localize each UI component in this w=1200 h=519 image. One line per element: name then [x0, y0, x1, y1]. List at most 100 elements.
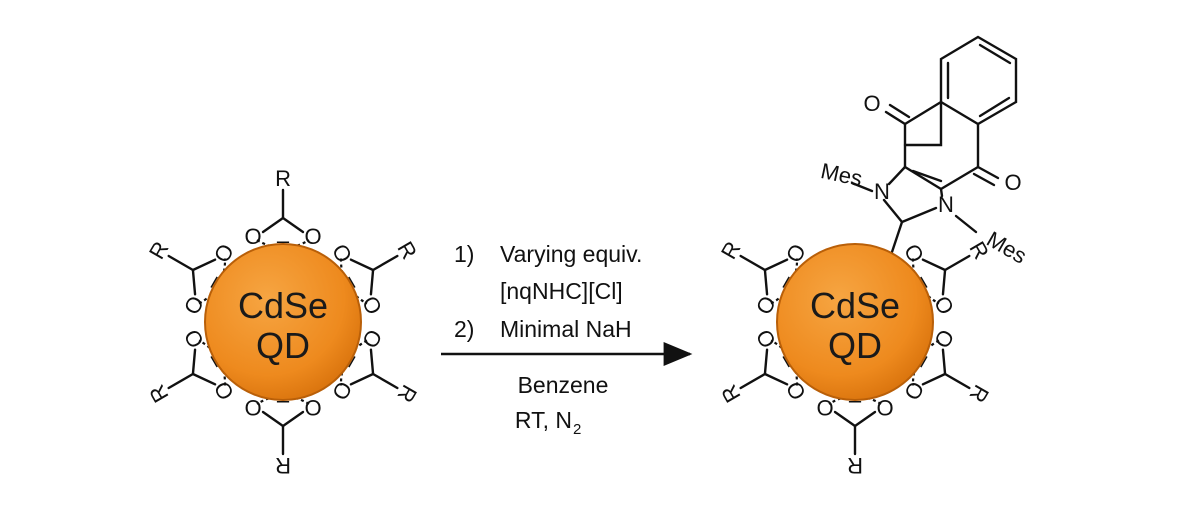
carboxylate-oxygen: O	[876, 395, 893, 420]
carboxylate-co-bond	[941, 348, 947, 376]
quinone-alkene-double	[911, 169, 943, 183]
mes-right-bond	[954, 214, 978, 234]
carboxylate-co-bond	[191, 348, 197, 376]
imid-n3: N	[938, 192, 954, 217]
left-qd-label-cdse: CdSe	[238, 285, 328, 326]
carbonyl-right-o: O	[1004, 170, 1021, 195]
carboxylate-cr-bond	[943, 254, 971, 272]
imid-n1-c2	[882, 198, 904, 224]
carboxylate-co-bond	[349, 372, 375, 386]
step2-text: Minimal NaH	[500, 316, 632, 342]
carboxylate-co-bond	[833, 410, 857, 428]
quinone-ring	[903, 100, 943, 147]
carboxylate-delocalized-bond	[198, 258, 227, 305]
imid-n1: N	[874, 179, 890, 204]
imid-c-n1	[887, 165, 907, 186]
carboxylate-co-bond	[349, 258, 375, 272]
carboxylate-co-bond	[281, 216, 305, 234]
benzo-double-2	[978, 96, 1011, 118]
carbonyl-right-2	[972, 172, 996, 187]
carboxylate-r-group: R	[716, 237, 746, 263]
quinone-bottom-right	[939, 165, 980, 191]
carboxylate-co-bond	[763, 372, 789, 386]
right-qd-label-qd: QD	[828, 325, 882, 366]
solvent-label: Benzene	[518, 372, 609, 398]
carboxylate-r-group: R	[716, 381, 746, 407]
carboxylate-co-bond	[261, 410, 285, 428]
benzo-ring	[939, 35, 1018, 126]
carboxylate-ligand-3: OO–R	[816, 391, 893, 478]
carboxylate-oxygen: O	[816, 395, 833, 420]
carboxylate-r-group: R	[847, 453, 863, 478]
carboxylate-cr-bond	[371, 254, 399, 272]
carboxylate-delocalized-bond	[770, 258, 799, 305]
mes-right: Mes	[983, 226, 1031, 268]
carboxylate-co-bond	[191, 372, 217, 386]
right-qd-core	[776, 243, 934, 401]
carboxylate-co-bond	[191, 258, 217, 272]
carboxylate-cr-bond	[739, 254, 767, 272]
step1-reagent: [nqNHC][Cl]	[500, 278, 623, 304]
carboxylate-co-bond	[763, 258, 789, 272]
carboxylate-oxygen: O	[244, 224, 261, 249]
carboxylate-r-group: R	[392, 237, 422, 263]
quinone-left-carbonyl-carbon	[903, 100, 943, 126]
carboxylate-r-group: R	[144, 381, 174, 407]
carboxylate-cr-bond	[167, 372, 195, 390]
carboxylate-cr-bond	[371, 372, 399, 390]
carbonyl-right-1	[976, 165, 1000, 180]
carbonyl-left-o: O	[863, 91, 880, 116]
temperature-label: RT, N	[515, 407, 572, 433]
imid-n3-c	[939, 187, 944, 198]
carboxylate-co-bond	[369, 348, 375, 376]
carboxylate-delocalized-bond	[256, 239, 310, 250]
carboxylate-delocalized-bond	[911, 339, 940, 386]
imid-c2-n3	[900, 206, 938, 224]
mes-left: Mes	[819, 158, 865, 191]
carboxylate-co-bond	[921, 258, 947, 272]
carboxylate-r-group: R	[275, 453, 291, 478]
carboxylate-oxygen: O	[304, 224, 321, 249]
nitrogen-subscript: 2	[573, 421, 581, 438]
nhc-qd-bond	[890, 220, 904, 254]
carboxylate-delocalized-bond	[256, 394, 310, 405]
reaction-conditions: 1) Varying equiv. [nqNHC][Cl] 2) Minimal…	[441, 241, 693, 438]
carboxylate-cr-bond	[167, 254, 195, 272]
carboxylate-r-group: R	[392, 381, 422, 407]
carboxylate-r-group: R	[144, 237, 174, 263]
carboxylate-delocalized-bond	[339, 258, 368, 305]
carboxylate-r-group: R	[964, 381, 994, 407]
carboxylate-cr-bond	[739, 372, 767, 390]
carboxylate-co-bond	[369, 268, 375, 296]
carboxylate-oxygen: O	[244, 395, 261, 420]
nhc-naphthoquinone-ligand: O O N N Mes Mes	[819, 35, 1031, 269]
product-quantum-dot: OO–ROO–ROO–ROO–ROO–R O O	[716, 35, 1031, 478]
carboxylate-co-bond	[763, 348, 769, 376]
carboxylate-co-bond	[941, 268, 947, 296]
left-qd-label-qd: QD	[256, 325, 310, 366]
step1-number: 1)	[454, 241, 474, 267]
carboxylate-delocalized-bond	[911, 258, 940, 305]
carboxylate-cr-bond	[943, 372, 971, 390]
carbonyl-left-2	[888, 103, 911, 119]
carbonyl-left-1	[884, 110, 907, 126]
carboxylate-delocalized-bond	[198, 339, 227, 386]
right-qd-label-cdse: CdSe	[810, 285, 900, 326]
carboxylate-delocalized-bond	[828, 394, 882, 405]
carboxylate-ligand-4: OO–R	[244, 391, 321, 478]
benzo-double-1	[978, 43, 1012, 65]
carboxylate-oxygen: O	[304, 395, 321, 420]
carboxylate-delocalized-bond	[770, 339, 799, 386]
left-qd-core	[204, 243, 362, 401]
step2-number: 2)	[454, 316, 474, 342]
carboxylate-co-bond	[763, 268, 769, 296]
step1-text: Varying equiv.	[500, 241, 642, 267]
carboxylate-co-bond	[921, 372, 947, 386]
quinone-bottom-left	[903, 165, 943, 191]
mes-left-bond	[850, 181, 874, 193]
carboxylate-delocalized-bond	[339, 339, 368, 386]
